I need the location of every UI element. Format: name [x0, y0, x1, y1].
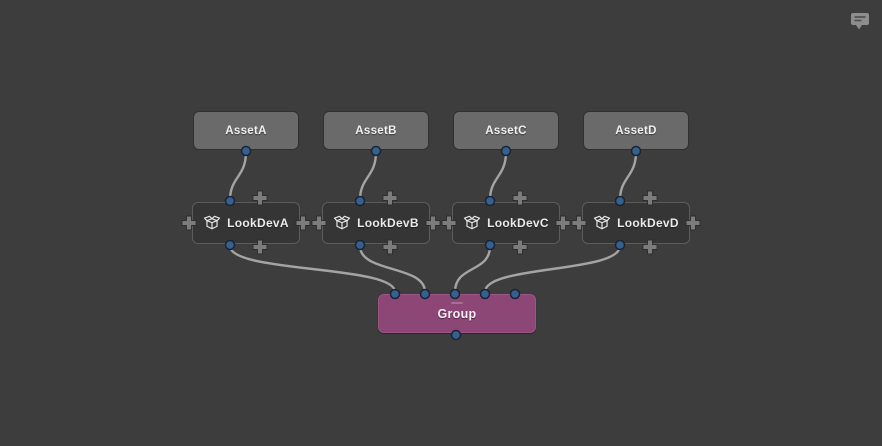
plus-connector-lookdevb-top[interactable] [382, 190, 398, 206]
plus-connector-lookdevc-right[interactable] [555, 215, 571, 231]
node-assetc[interactable]: AssetC [453, 111, 559, 150]
port-group-in2[interactable] [449, 288, 461, 300]
open-box-icon [333, 215, 351, 230]
wire-lookdevb-group[interactable] [358, 244, 427, 294]
port-group-out[interactable] [450, 329, 462, 341]
port-asseta-out[interactable] [240, 145, 252, 157]
node-assetd[interactable]: AssetD [583, 111, 689, 150]
plus-connector-lookdeva-left[interactable] [181, 215, 197, 231]
node-label: AssetC [485, 124, 527, 137]
port-lookdevc-in[interactable] [484, 195, 496, 207]
wire-assetc-lookdevc[interactable] [488, 150, 508, 202]
wire-asseta-lookdeva[interactable] [228, 150, 248, 202]
node-label: LookDevD [617, 216, 679, 230]
port-lookdeva-out[interactable] [224, 239, 236, 251]
node-lookdeva[interactable]: LookDevA [192, 202, 300, 244]
node-label: LookDevB [357, 216, 419, 230]
plus-connector-lookdevd-bottom[interactable] [642, 239, 658, 255]
node-label: AssetB [355, 124, 397, 137]
plus-connector-lookdevd-right[interactable] [685, 215, 701, 231]
wire-assetb-lookdevb[interactable] [358, 150, 378, 202]
plus-connector-lookdevc-left[interactable] [441, 215, 457, 231]
node-lookdevc[interactable]: LookDevC [452, 202, 560, 244]
open-box-icon [593, 215, 611, 230]
port-group-in0[interactable] [389, 288, 401, 300]
plus-connector-lookdeva-bottom[interactable] [252, 239, 268, 255]
node-lookdevd[interactable]: LookDevD [582, 202, 690, 244]
plus-connector-lookdevc-bottom[interactable] [512, 239, 528, 255]
annotation-icon[interactable] [848, 11, 872, 33]
port-lookdevd-in[interactable] [614, 195, 626, 207]
plus-connector-lookdeva-top[interactable] [252, 190, 268, 206]
node-label: AssetA [225, 124, 267, 137]
collapse-indicator [451, 302, 463, 304]
wire-lookdevd-group[interactable] [483, 244, 622, 294]
open-box-icon [463, 215, 481, 230]
plus-connector-lookdevb-left[interactable] [311, 215, 327, 231]
plus-connector-lookdevb-right[interactable] [425, 215, 441, 231]
node-assetb[interactable]: AssetB [323, 111, 429, 150]
port-lookdevc-out[interactable] [484, 239, 496, 251]
plus-connector-lookdevc-top[interactable] [512, 190, 528, 206]
port-lookdevb-in[interactable] [354, 195, 366, 207]
node-label: LookDevA [227, 216, 289, 230]
port-group-in3[interactable] [479, 288, 491, 300]
port-group-in4[interactable] [509, 288, 521, 300]
node-label: AssetD [615, 124, 657, 137]
node-asseta[interactable]: AssetA [193, 111, 299, 150]
plus-connector-lookdeva-right[interactable] [295, 215, 311, 231]
node-label: LookDevC [487, 216, 549, 230]
port-lookdevb-out[interactable] [354, 239, 366, 251]
plus-connector-lookdevd-top[interactable] [642, 190, 658, 206]
port-lookdeva-in[interactable] [224, 195, 236, 207]
open-box-icon [203, 215, 221, 230]
port-assetd-out[interactable] [630, 145, 642, 157]
port-assetc-out[interactable] [500, 145, 512, 157]
plus-connector-lookdevb-bottom[interactable] [382, 239, 398, 255]
port-lookdevd-out[interactable] [614, 239, 626, 251]
port-assetb-out[interactable] [370, 145, 382, 157]
wire-assetd-lookdevd[interactable] [618, 150, 638, 202]
node-label: Group [437, 306, 477, 321]
node-lookdevb[interactable]: LookDevB [322, 202, 430, 244]
port-group-in1[interactable] [419, 288, 431, 300]
plus-connector-lookdevd-left[interactable] [571, 215, 587, 231]
wire-lookdevc-group[interactable] [453, 244, 492, 294]
wire-lookdeva-group[interactable] [228, 244, 397, 294]
